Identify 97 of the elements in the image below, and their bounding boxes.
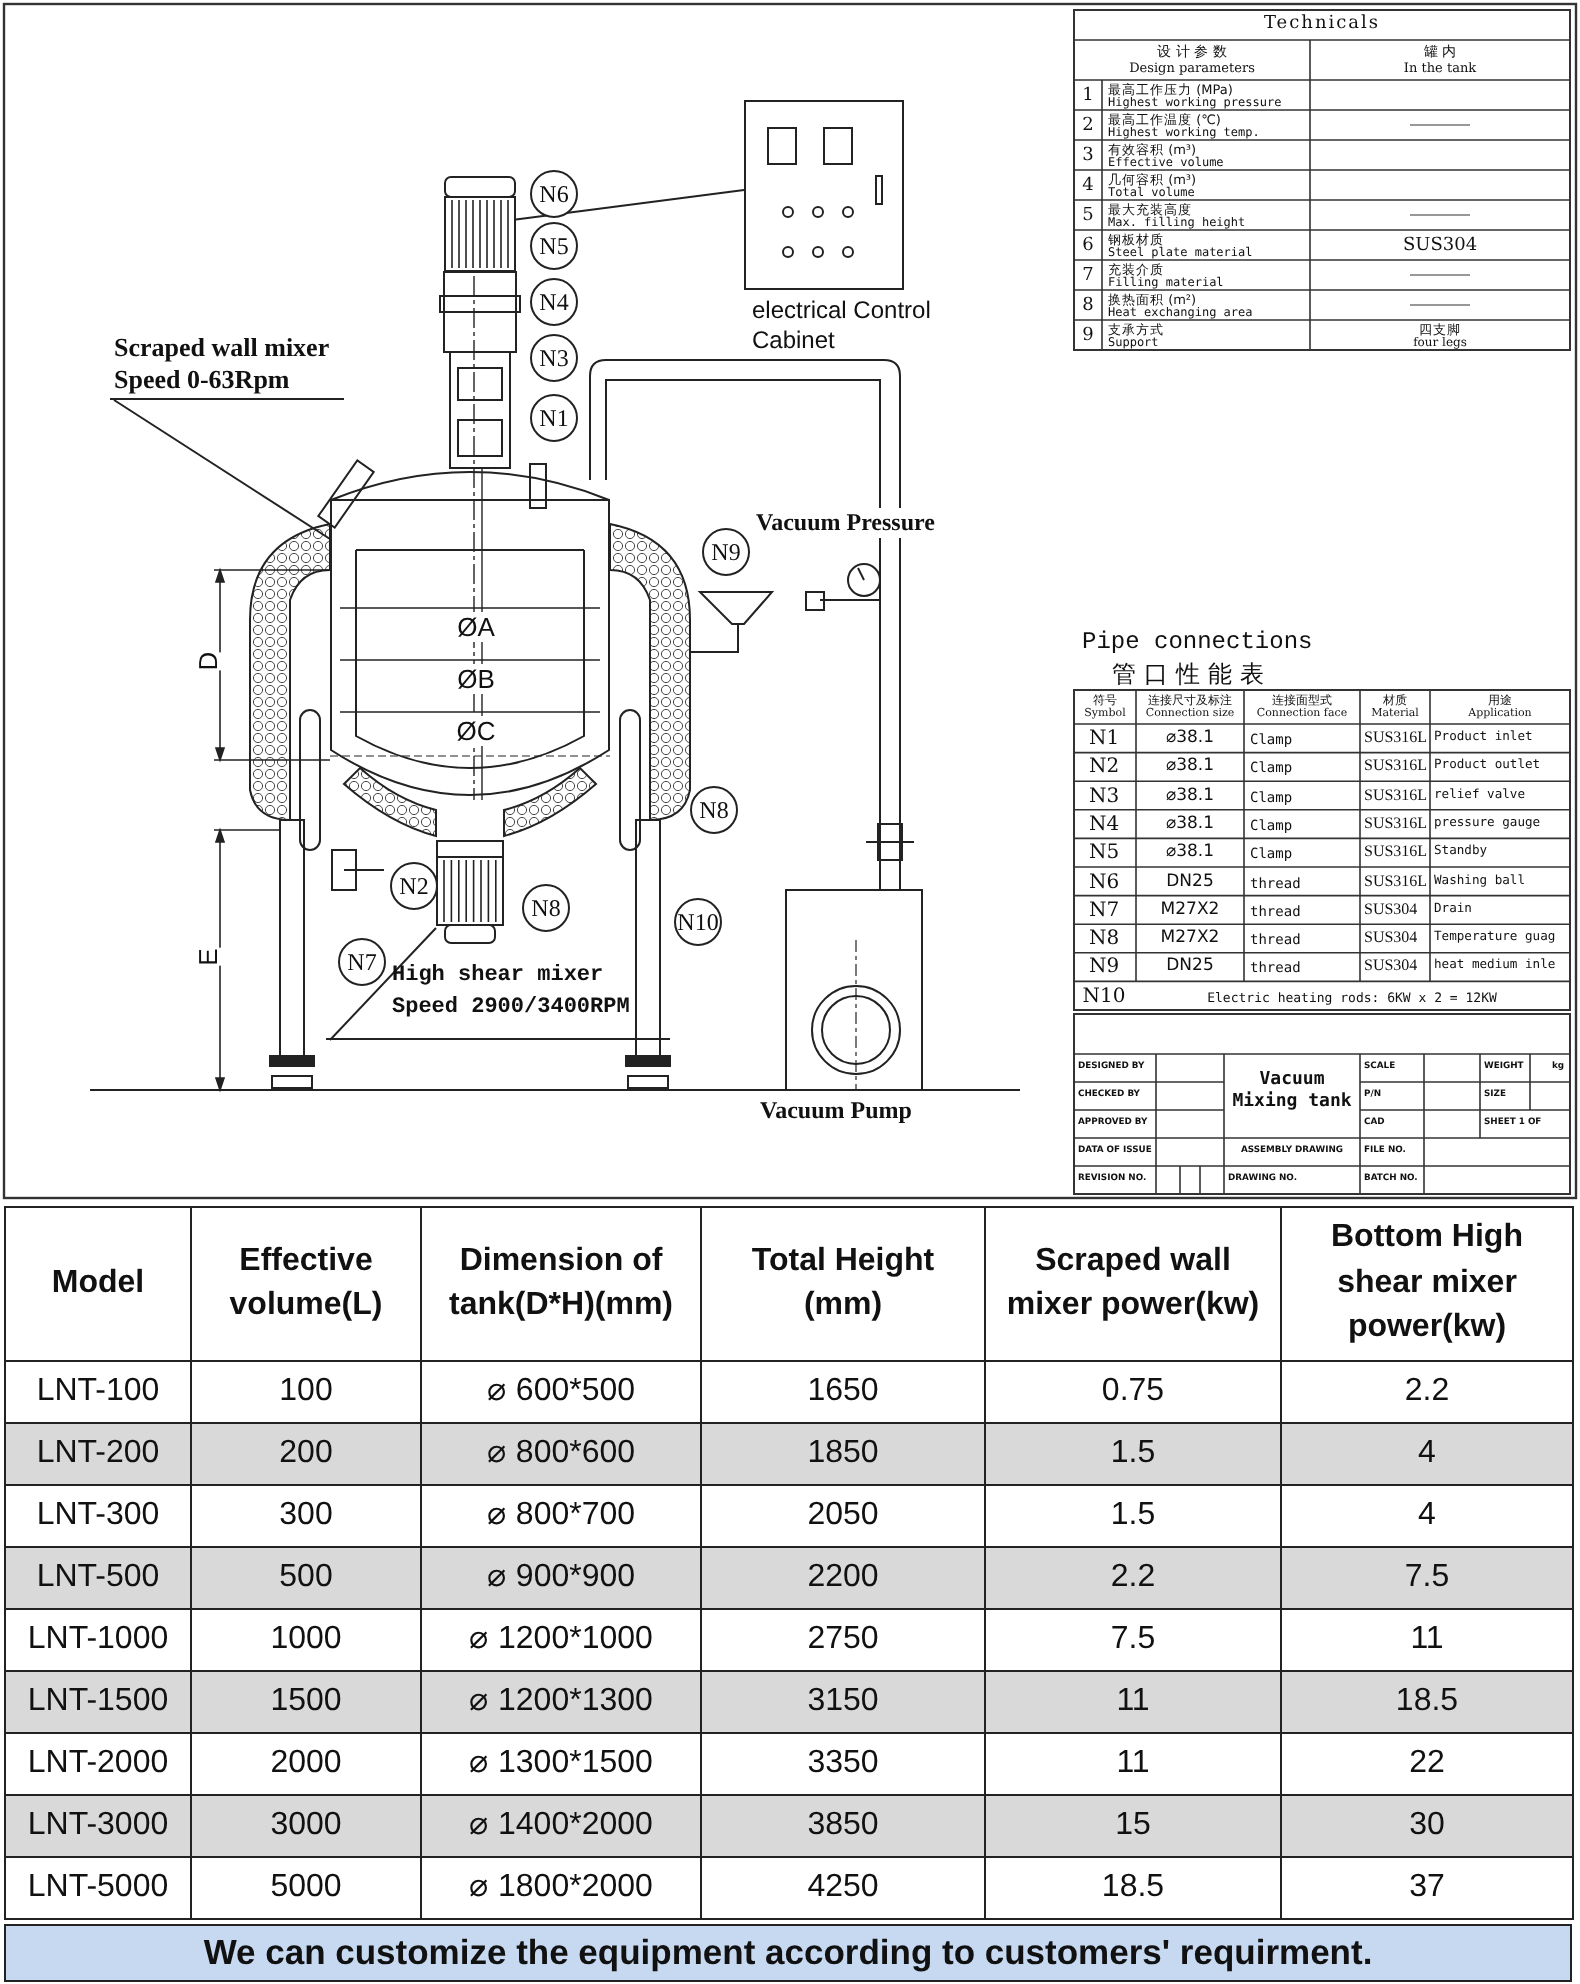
callout-number: N6 — [530, 170, 578, 218]
pipe-size: M27X2 — [1160, 928, 1220, 949]
pipe-material: SUS304 — [1364, 956, 1418, 975]
model-name: LNT-1500 — [4, 1670, 192, 1734]
table-title: Technicals — [1263, 14, 1381, 34]
row-number: 5 — [1082, 206, 1094, 226]
leader-line — [113, 399, 331, 540]
table-value: ⌀ 900*900 — [420, 1546, 702, 1610]
footer-banner: We can customize the equipment according to customers' requirment. — [4, 1924, 1572, 1982]
model-name: LNT-500 — [4, 1546, 192, 1610]
row-number: 8 — [1082, 296, 1094, 316]
table-value: 4 — [1280, 1422, 1574, 1486]
pipe-material: SUS304 — [1364, 899, 1418, 918]
table-value: 500 — [190, 1546, 422, 1610]
row-number: 7 — [1082, 266, 1094, 286]
table-value: 1500 — [190, 1670, 422, 1734]
row-number: 6 — [1082, 236, 1094, 256]
model-name: LNT-200 — [4, 1422, 192, 1486]
leader-line — [329, 927, 437, 1041]
pipe-symbol: N10 — [1082, 985, 1126, 1008]
pipe-material: SUS316L — [1364, 871, 1428, 889]
mixer-motor-drawing — [436, 840, 504, 944]
pipe-size: ⌀38.1 — [1165, 785, 1215, 806]
row-number: 9 — [1082, 326, 1094, 346]
pipe-material: SUS316L — [1364, 756, 1428, 775]
callout-number: N10 — [674, 898, 722, 946]
table-value: 37 — [1280, 1856, 1574, 1920]
row-number: 1 — [1082, 86, 1094, 106]
cable-line — [515, 189, 745, 221]
callout-number: N8 — [690, 786, 738, 834]
pipe-material: SUS316L — [1364, 728, 1428, 746]
table-value: 3000 — [190, 1794, 422, 1858]
table-value: 18.5 — [1280, 1670, 1574, 1734]
pipe-material: SUS316L — [1364, 842, 1428, 861]
pipe-symbol: N6 — [1088, 871, 1120, 893]
pipe-symbol: N8 — [1088, 928, 1120, 951]
table-value: 3150 — [700, 1670, 986, 1734]
table-value: 30 — [1280, 1794, 1574, 1858]
pipe-symbol: N5 — [1088, 842, 1120, 865]
table-value: ⌀ 800*600 — [420, 1422, 702, 1486]
dimension-label: ØB — [455, 664, 497, 694]
callout-number: N9 — [702, 528, 750, 576]
pipe-symbol: N9 — [1088, 956, 1120, 979]
pipe-size: ⌀38.1 — [1165, 813, 1215, 834]
pipe-material: SUS316L — [1364, 813, 1428, 832]
pipe-symbol: N4 — [1088, 813, 1120, 836]
dimension-label: D — [193, 651, 223, 671]
pipe-size: M27X2 — [1160, 899, 1220, 920]
callout-label: High shear mixer Speed 2900/3400RPM — [392, 962, 632, 1024]
table-value: 2.2 — [984, 1546, 1282, 1610]
pipe-size: DN25 — [1166, 871, 1214, 891]
table-value: 2200 — [700, 1546, 986, 1610]
drawing-label: Vacuum Pump — [760, 1096, 912, 1126]
table-value: 200 — [190, 1422, 422, 1486]
table-value: 1.5 — [984, 1422, 1282, 1486]
model-name: LNT-3000 — [4, 1794, 192, 1858]
callout-number: N7 — [338, 938, 386, 986]
table-value: 3850 — [700, 1794, 986, 1858]
title-block-text: Vacuum Mixing tank — [1230, 1070, 1354, 1114]
pipe-size: ⌀38.1 — [1165, 728, 1215, 748]
pipe-material: SUS304 — [1364, 928, 1418, 947]
pipe-symbol: N2 — [1088, 756, 1120, 779]
pipe-material: SUS316L — [1364, 785, 1428, 804]
callout-number: N2 — [390, 862, 438, 910]
row-number: 2 — [1082, 116, 1094, 136]
pipe-symbol: N1 — [1088, 728, 1120, 750]
drawing-label: Vacuum Pressure — [756, 508, 935, 538]
pipe-symbol: N7 — [1088, 899, 1120, 922]
row-number: 4 — [1082, 176, 1094, 196]
table-title: 管口性能表 — [1112, 658, 1272, 692]
model-name: LNT-5000 — [4, 1856, 192, 1920]
column-header: Bottom High shear mixer power(kw) — [1280, 1206, 1574, 1362]
row-number: 3 — [1082, 146, 1094, 166]
callout-number: N4 — [530, 278, 578, 326]
table-value: 15 — [984, 1794, 1282, 1858]
pipe-size: DN25 — [1166, 956, 1214, 977]
callout-number: N5 — [530, 222, 578, 270]
callout-label: Scraped wall mixer Speed 0-63Rpm — [114, 332, 331, 397]
table-title: Pipe connections — [1082, 628, 1313, 656]
motor-drawing — [444, 176, 516, 272]
pipe-symbol: N3 — [1088, 785, 1120, 808]
table-value: 7.5 — [1280, 1546, 1574, 1610]
cabinet-label: electrical Control Cabinet — [752, 296, 933, 356]
callout-number: N8 — [522, 884, 570, 932]
table-value: 11 — [984, 1670, 1282, 1734]
table-value: ⌀ 1200*1300 — [420, 1670, 702, 1734]
parameter-value: SUS304 — [1402, 236, 1478, 256]
callout-number: N1 — [530, 394, 578, 442]
dimension-label: ØC — [454, 716, 498, 746]
dimension-label: E — [193, 948, 223, 966]
column-header: Model — [4, 1206, 192, 1362]
pipe-size: ⌀38.1 — [1165, 756, 1215, 777]
pipe-size: ⌀38.1 — [1165, 842, 1215, 863]
table-value: 1850 — [700, 1422, 986, 1486]
callout-number: N3 — [530, 334, 578, 382]
table-value: ⌀ 1400*2000 — [420, 1794, 702, 1858]
dimension-label: ØA — [455, 612, 497, 642]
